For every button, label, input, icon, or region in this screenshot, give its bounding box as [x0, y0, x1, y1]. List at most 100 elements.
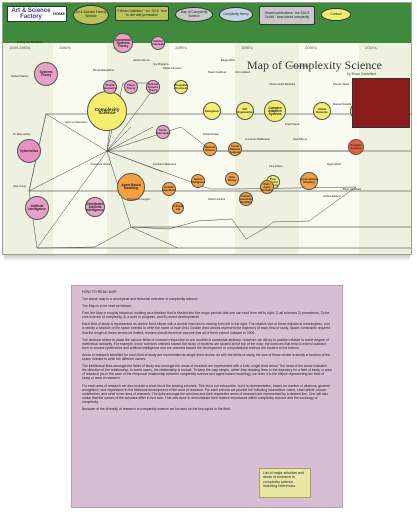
field-node-sociocyb[interactable]: Socio-Cybernetics [156, 125, 170, 139]
scholar-label: Edgar Morin [221, 59, 236, 62]
decade-label: 1990's [241, 45, 253, 50]
howto-paragraph: Each field of study is represented as do… [82, 322, 331, 335]
edge-line [36, 246, 96, 249]
field-node-network[interactable]: Network Science [203, 142, 217, 156]
scholar-label: John von Neumann [65, 121, 88, 124]
howto-paragraph: First, the Map is roughly historical, wo… [82, 311, 330, 320]
howto-paragraph: The decision where to place the various … [82, 337, 329, 350]
field-node-cybernetics[interactable]: Cybernetics [17, 139, 41, 163]
decade-label: 1940-1950s [9, 45, 31, 50]
edge-line [266, 221, 274, 228]
decade-label: 2010's [365, 45, 377, 50]
edge-line [197, 218, 233, 222]
field-node-global[interactable]: Global Networks [313, 102, 331, 120]
decade-label: 1980's [175, 45, 187, 50]
howto-heading: HOW TO READ MAP: [82, 290, 118, 294]
book-cover-image[interactable] [352, 78, 410, 128]
field-node-general[interactable]: General Systems Theory [146, 80, 160, 94]
edge-line [308, 186, 357, 222]
scholar-label: Robert Rosen [203, 133, 220, 136]
field-node-selforg[interactable]: Self-Organization [236, 102, 254, 120]
field-node-cellabm[interactable]: Cellular Automata Modeling [239, 192, 253, 206]
decade-label: 2000's [305, 45, 317, 50]
edge-line [106, 126, 111, 152]
field-node-ai[interactable]: Artificial Intelligence [25, 196, 49, 220]
edge-line [94, 226, 132, 248]
field-node-complexity[interactable]: Complexity Science [87, 91, 127, 131]
field-node-abm[interactable]: Agent Based Modeling [117, 173, 145, 201]
scholar-label: Alan Turing [13, 185, 27, 188]
scholar-label: Stuart Kauffman [208, 71, 227, 74]
header-link-2[interactable]: Map of Complexity Science [175, 7, 213, 22]
scholar-label: Norbert Wiener [11, 75, 29, 78]
field-node-sna[interactable]: Social Network Analysis [228, 142, 242, 156]
scholar-label: Duncan Watts [333, 83, 350, 86]
scholar-label: Herbert Simon [133, 59, 150, 62]
edge-line [45, 113, 108, 152]
home-logo[interactable]: Art & Science Factory HOME [7, 6, 67, 22]
scholar-label: W. Ross Ashby [13, 133, 31, 136]
edge-line [106, 126, 132, 152]
scholar-label: John Holland [235, 71, 251, 74]
field-node-complexsys[interactable]: Complex Systems [348, 139, 364, 155]
edge-line [106, 150, 164, 173]
logo-title: Art & Science Factory [11, 7, 51, 21]
howto-paragraph: The intellectual links amongst the field… [82, 364, 332, 381]
field-node-dynamical[interactable]: Dynamical Systems Theory [113, 33, 133, 53]
field-node-fractal[interactable]: Fractal Geometry [103, 80, 117, 94]
edge-line [245, 226, 268, 240]
map-header: Art & Science Factory HOME Art & Science… [3, 3, 411, 43]
map-title: Map of Complexity Science [247, 58, 382, 72]
scholar-label: Paul Cilliers [269, 165, 283, 168]
field-node-emergence[interactable]: Emergence [203, 102, 221, 120]
complexity-map: Art & Science Factory HOME Art & Science… [2, 2, 412, 255]
decade-band [53, 43, 107, 254]
field-node-multi[interactable]: Multi-Agent Modeling [260, 180, 274, 194]
decade-band [235, 43, 299, 254]
scholar-label: Brian Castellani [343, 188, 362, 191]
scholar-label: David Byrne [293, 138, 308, 141]
field-node-datamining[interactable]: Data Mining [225, 172, 239, 186]
edge-line [130, 226, 170, 230]
decade-band [107, 43, 169, 254]
field-node-chaos[interactable]: Chaos Theory [124, 80, 138, 94]
header-link-4[interactable]: Recent publications · the SACS Toolkit ·… [259, 6, 315, 25]
edge-line [106, 126, 154, 152]
header-link-0[interactable]: Art & Science Factory Website [73, 5, 109, 25]
edge-line [168, 220, 199, 230]
scholar-list-note[interactable]: List of major scholars and areas of rese… [259, 468, 311, 498]
scholar-label: Manuel Castells [333, 103, 352, 106]
scholar-label: Albert-László Barabási [269, 83, 296, 86]
edge-line [130, 226, 179, 249]
howto-paragraph: The above map is a conceptual and histor… [82, 297, 199, 301]
field-node-cellular[interactable]: Cellular Automata [151, 36, 165, 50]
scholar-label: Murray Gell-Mann [289, 65, 310, 68]
decade-band [169, 43, 235, 254]
decade-label: 1960's [59, 45, 71, 50]
scholar-label: Ludwig von Bertalanffy [17, 41, 44, 44]
scholar-label: Robert Axelrod [208, 198, 226, 201]
connection-lines [28, 82, 411, 249]
header-link-5[interactable]: Contact [321, 8, 351, 21]
scholar-label: Francisco Varela [91, 163, 111, 166]
field-node-artlife[interactable]: Artificial Life [172, 202, 184, 214]
edge-line [106, 82, 159, 152]
field-node-distributed[interactable]: Distributed Artificial Intelligence [85, 197, 105, 217]
field-node-dissipative[interactable]: Dissipative Structures [174, 80, 188, 94]
field-node-cas[interactable]: Complex Adaptive Systems [264, 100, 286, 122]
field-node-swarm[interactable]: Swarm Intelligence [191, 174, 205, 188]
scholar-label: Christopher Langton [127, 198, 151, 201]
field-node-computational[interactable]: Computational Modeling [300, 172, 318, 190]
header-link-1[interactable]: © Brian Castellani · ver. 2018 · free to… [115, 6, 169, 21]
header-link-3[interactable]: Complexity theory [219, 7, 253, 22]
edge-line [234, 186, 357, 190]
field-node-genetic[interactable]: Genetic Algorithms [162, 182, 176, 196]
map-shadow [4, 255, 410, 261]
edge-line [231, 218, 247, 240]
scholar-label: Ilya Prigogine [153, 63, 169, 66]
howto-paragraph: The Map is to be read as follows: [82, 304, 132, 309]
scholar-label: Fritjof Capra [285, 123, 300, 126]
scholar-label: Joshua Epstein [323, 195, 341, 198]
field-node-systems[interactable]: Systems Theory [34, 62, 58, 86]
howto-paragraph: Areas of research identified for each fi… [82, 352, 331, 362]
